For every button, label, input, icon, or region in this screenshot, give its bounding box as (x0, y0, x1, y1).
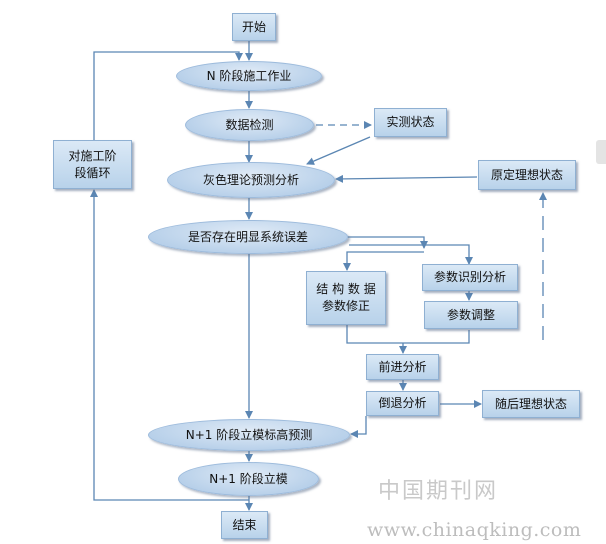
n1-elevation-prediction-node: N+1 阶段立模标高预测 (148, 419, 350, 451)
backward-analysis-label: 倒退分析 (378, 396, 427, 410)
watermark-url: www.chinaqking.com (367, 519, 582, 541)
backward-analysis-node: 倒退分析 (366, 391, 439, 416)
follow-up-ideal-state-node: 随后理想状态 (482, 390, 580, 418)
next-stage-loop-node: 对施工阶 段循环 (53, 140, 132, 189)
n1-formwork-label: N+1 阶段立模 (209, 471, 288, 486)
arrow-errorcheck-to-branch (347, 236, 428, 249)
param-identification-node: 参数识别分析 (422, 264, 518, 291)
measured-state-node: 实测状态 (374, 108, 447, 137)
follow-up-ideal-state-label: 随后理想状态 (494, 396, 567, 411)
param-adjustment-node: 参数调整 (424, 301, 518, 329)
arrow-ideal-to-grey (335, 174, 478, 183)
data-detection-node: 数据检测 (185, 109, 314, 141)
structure-param-correction-node: 结 构 数 据 参数修正 (306, 271, 386, 325)
n-stage-construction-node: N 阶段施工作业 (176, 61, 322, 91)
arrow-measured-to-grey (306, 136, 371, 165)
grey-theory-analysis-label: 灰色理论预测分析 (202, 172, 299, 187)
grey-theory-analysis-node: 灰色理论预测分析 (167, 162, 335, 198)
next-stage-loop-label: 对施工阶 段循环 (68, 148, 117, 180)
structure-param-correction-label: 结 构 数 据 参数修正 (316, 282, 376, 313)
arrow-backward-to-prediction (350, 416, 367, 438)
forward-analysis-node: 前进分析 (366, 354, 439, 380)
original-ideal-state-node: 原定理想状态 (478, 160, 576, 190)
arrow-merge-to-forward (346, 325, 470, 344)
watermark-cn: 中国期刊网 (378, 479, 499, 504)
arrow-branch-right (343, 251, 424, 271)
end-node: 结束 (221, 511, 268, 539)
systematic-error-check-label: 是否存在明显系统误差 (187, 229, 308, 244)
measured-state-label: 实测状态 (386, 115, 435, 129)
param-identification-label: 参数识别分析 (433, 270, 506, 284)
start-label: 开始 (241, 19, 266, 34)
param-adjustment-label: 参数调整 (446, 307, 495, 322)
n-stage-construction-label: N 阶段施工作业 (206, 68, 292, 83)
data-detection-label: 数据检测 (225, 117, 274, 132)
original-ideal-state-label: 原定理想状态 (490, 167, 563, 182)
scrollbar-edge (596, 140, 606, 164)
arrow-branch-left (349, 244, 473, 265)
arrow-loop-to-cycle (90, 189, 249, 501)
forward-analysis-label: 前进分析 (378, 359, 427, 374)
systematic-error-check-node: 是否存在明显系统误差 (148, 220, 348, 254)
start-node: 开始 (232, 13, 276, 41)
arrow-cycle-to-construction (93, 51, 243, 140)
n1-elevation-prediction-label: N+1 阶段立模标高预测 (185, 427, 313, 442)
n1-formwork-node: N+1 阶段立模 (178, 462, 319, 496)
end-label: 结束 (232, 517, 257, 532)
